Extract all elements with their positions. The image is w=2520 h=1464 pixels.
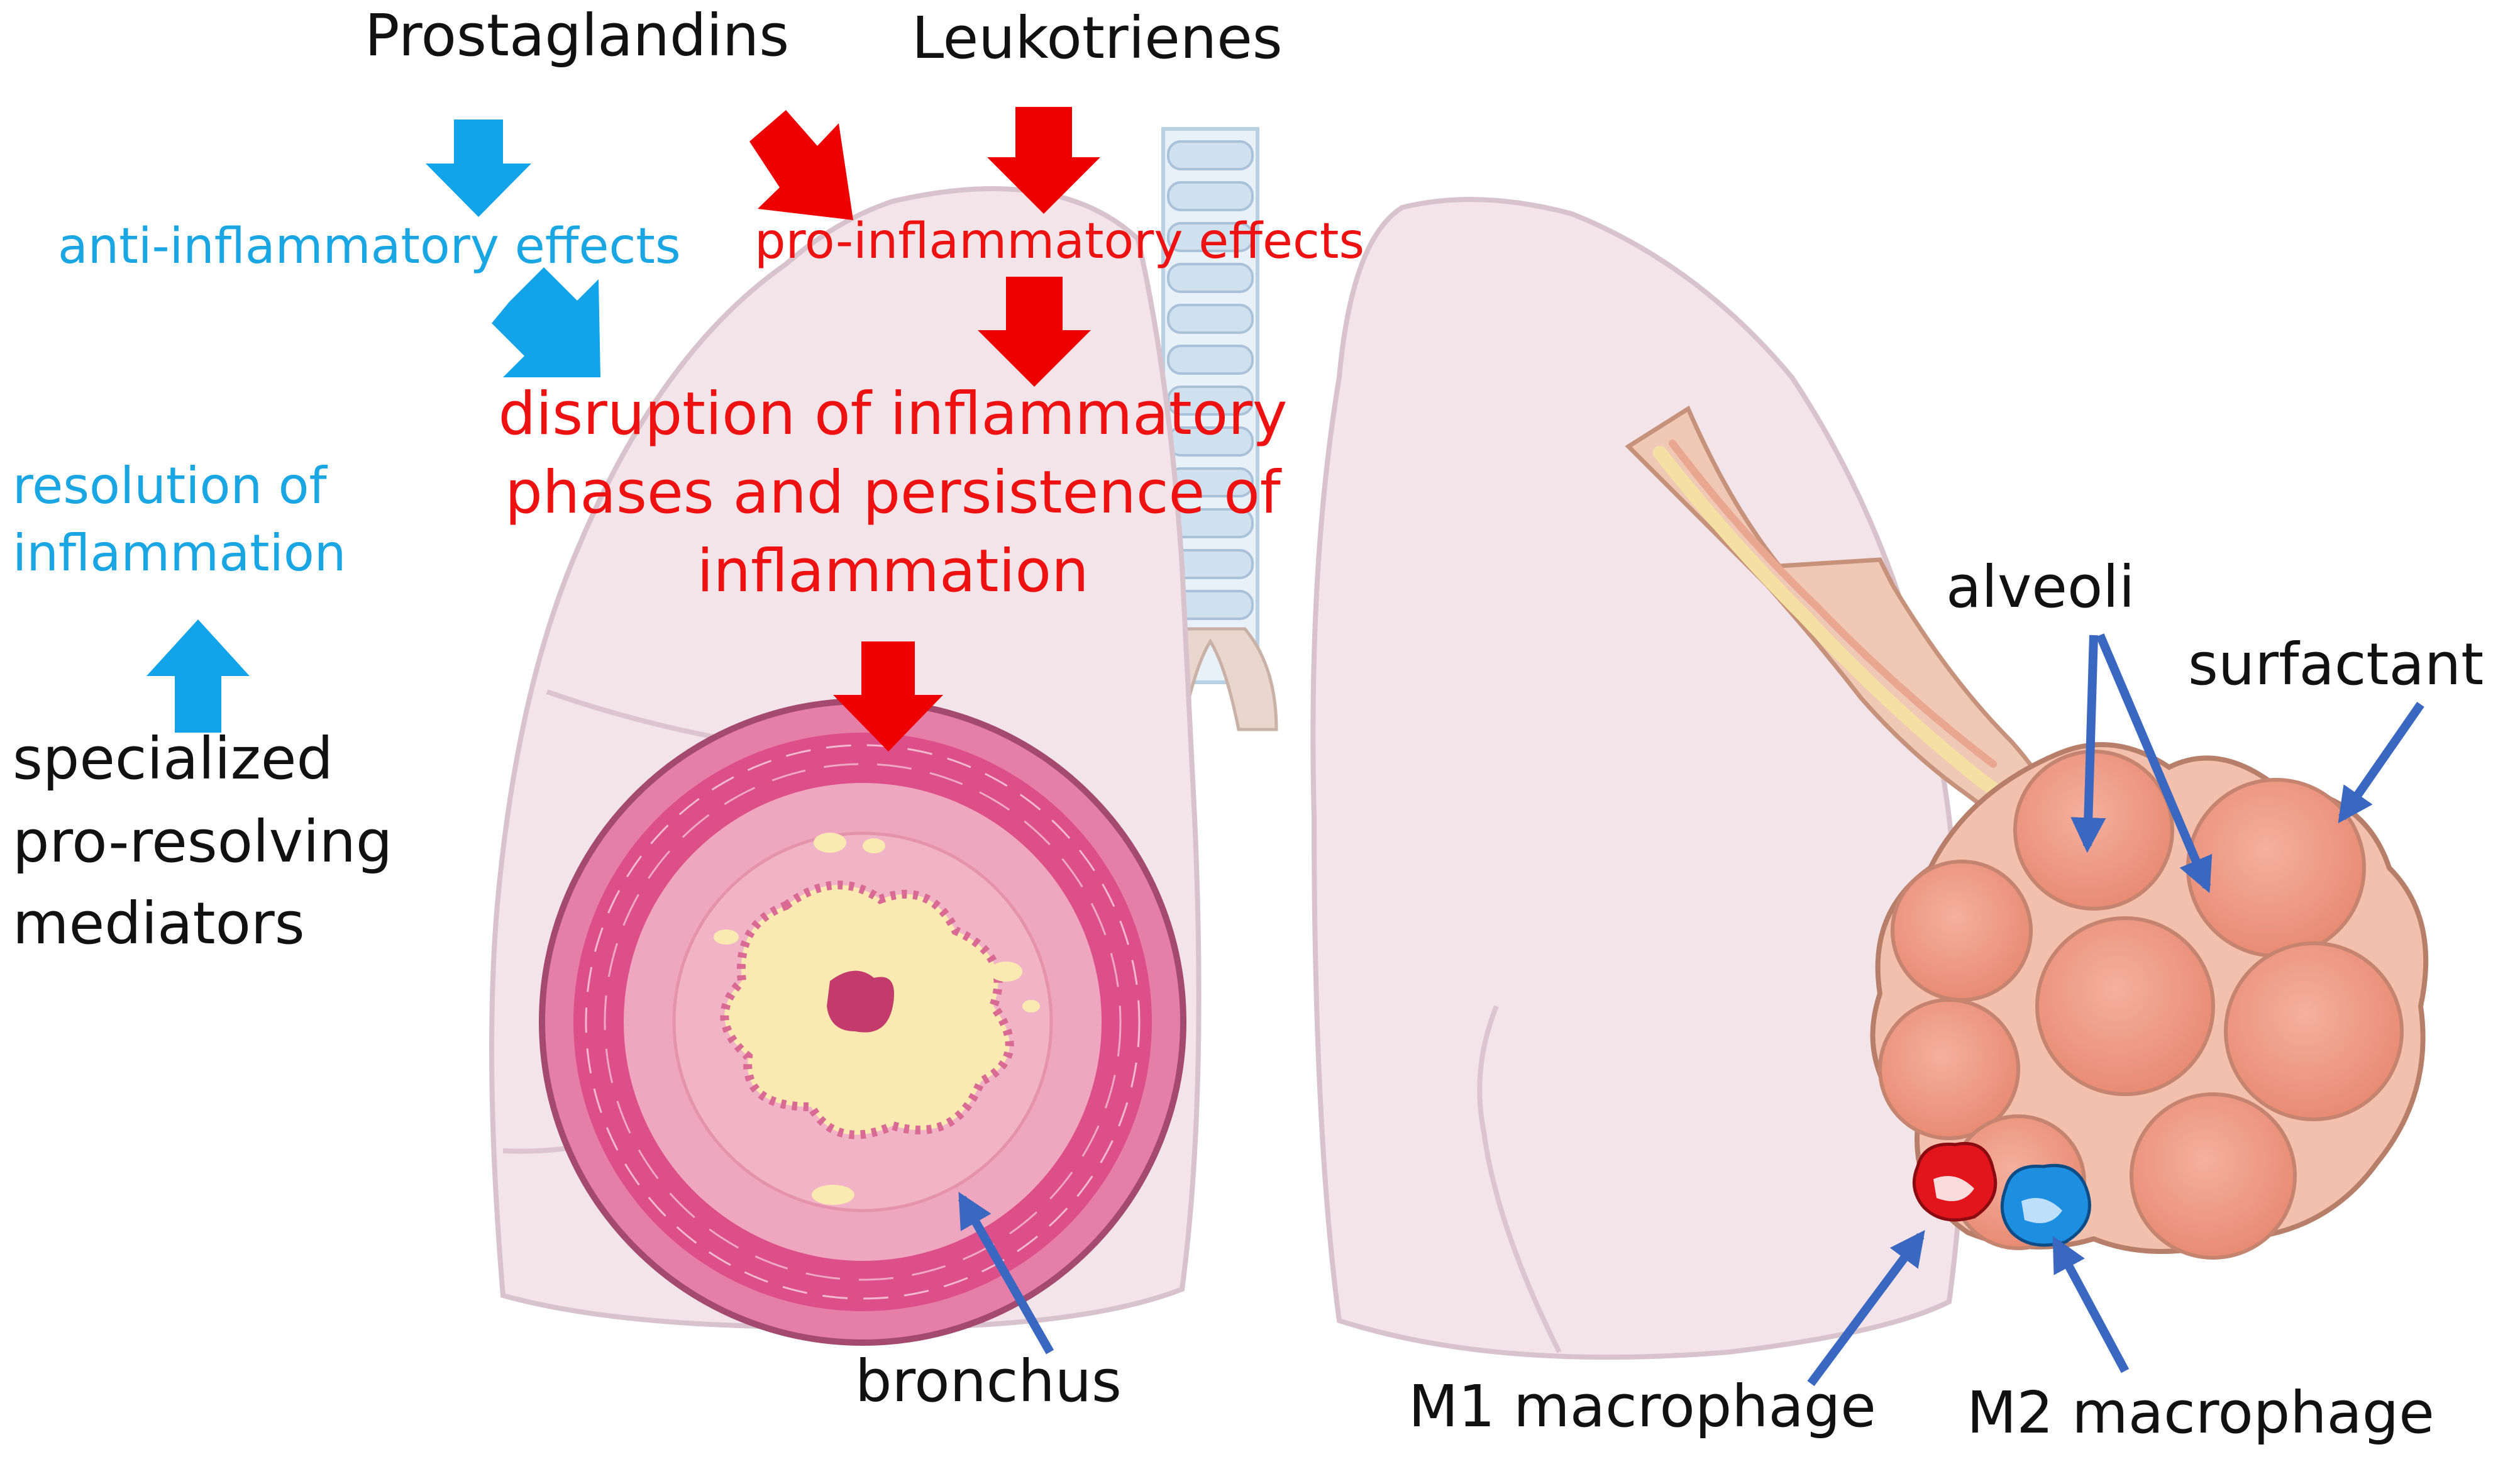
m1-macrophage-cell bbox=[1912, 1141, 1998, 1222]
label-resolution-1: resolution of bbox=[13, 457, 328, 515]
m1-pointer bbox=[1807, 1230, 1925, 1387]
right-lung bbox=[1310, 197, 1967, 1360]
label-disruption-1: disruption of inflammatory bbox=[499, 380, 1288, 448]
alveoli-pointer-2 bbox=[2096, 633, 2213, 894]
label-pro-inflammatory: pro-inflammatory effects bbox=[754, 213, 1364, 270]
label-spm-2: pro-resolving bbox=[13, 808, 392, 875]
alveoli-pointer-1 bbox=[2070, 635, 2106, 853]
alveoli-cluster bbox=[1870, 742, 2429, 1260]
label-m1-macrophage: M1 macrophage bbox=[1408, 1373, 1876, 1440]
label-m2-macrophage: M2 macrophage bbox=[1967, 1379, 2434, 1446]
trachea bbox=[1142, 127, 1278, 731]
label-spm-1: specialized bbox=[13, 725, 333, 792]
label-leukotrienes: Leukotrienes bbox=[912, 4, 1283, 72]
label-alveoli: alveoli bbox=[1946, 553, 2135, 621]
label-disruption-3: inflammation bbox=[697, 537, 1088, 606]
m2-pointer bbox=[2052, 1236, 2130, 1373]
red-down-arrow-pro-inflammatory bbox=[978, 277, 1091, 387]
blue-diagonal-arrow bbox=[492, 267, 600, 377]
blue-down-arrow-prostaglandins bbox=[426, 119, 531, 217]
red-diagonal-arrow bbox=[749, 110, 853, 220]
bronchus-pointer bbox=[958, 1192, 1054, 1355]
label-anti-inflammatory: anti-inflammatory effects bbox=[58, 218, 681, 275]
label-resolution-2: inflammation bbox=[13, 524, 346, 582]
label-prostaglandins: Prostaglandins bbox=[365, 2, 789, 69]
surfactant-pointer bbox=[2338, 702, 2424, 824]
bronchus-cross-section bbox=[539, 698, 1186, 1346]
blue-up-arrow-spm bbox=[146, 619, 250, 733]
label-surfactant: surfactant bbox=[2188, 631, 2484, 698]
label-disruption-2: phases and persistence of bbox=[505, 458, 1282, 527]
red-down-arrow-leukotrienes bbox=[987, 107, 1100, 214]
label-spm-3: mediators bbox=[13, 890, 305, 957]
label-bronchus: bronchus bbox=[855, 1348, 1122, 1415]
m2-macrophage-cell bbox=[2000, 1163, 2091, 1247]
red-down-arrow-bronchus bbox=[833, 641, 943, 751]
